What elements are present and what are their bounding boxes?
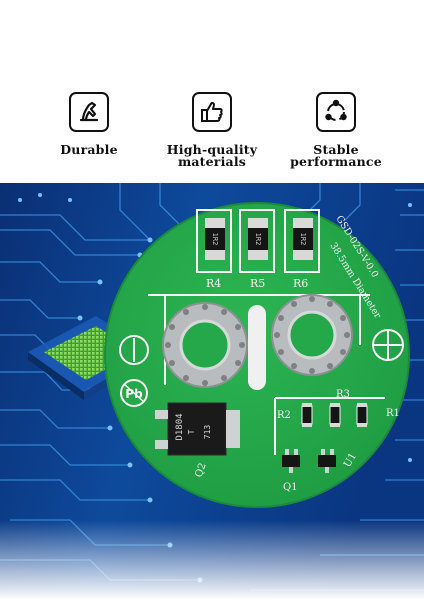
hand-tool-icon	[69, 92, 109, 132]
resistor-marking: 1R2	[211, 233, 219, 246]
label-r1: R1	[386, 408, 400, 419]
feature-label-line: Durable	[60, 142, 118, 157]
chip-marking: D1804	[175, 413, 185, 440]
lead-free-icon: Pb	[120, 379, 148, 407]
product-photo: 1R2 1R2 1R2 R4 R5 R6 GSD-02S-V-0.0	[0, 183, 424, 600]
label-q1: Q1	[283, 482, 298, 493]
pcb-board: 1R2 1R2 1R2 R4 R5 R6 GSD-02S-V-0.0	[104, 202, 410, 508]
terminal-pad-left	[162, 302, 248, 388]
center-slot	[248, 305, 266, 390]
features-strip: Durable High-quality materials Stable pe	[0, 0, 424, 190]
small-resistors	[301, 403, 368, 427]
polarity-plus-icon	[372, 329, 404, 361]
label-q2: Q2	[193, 462, 208, 479]
label-r2: R2	[277, 410, 291, 421]
polarity-minus-icon	[119, 335, 149, 365]
label-r5: R5	[250, 277, 265, 290]
feature-label: High-quality materials	[157, 142, 267, 169]
chip-marking: 713	[203, 425, 212, 440]
feature-label: Stable performance	[281, 142, 391, 169]
bottom-fade	[0, 520, 424, 600]
feature-label-line: materials	[177, 154, 247, 169]
thumbs-up-icon	[192, 92, 232, 132]
label-r3: R3	[336, 389, 350, 400]
resistor-r6: 1R2	[293, 218, 313, 260]
label-r6: R6	[293, 277, 308, 290]
feature-high-quality: High-quality materials	[157, 92, 267, 168]
feature-label-line: performance	[290, 154, 382, 169]
terminal-pad-right	[271, 294, 353, 376]
pcb-illustration: 1R2 1R2 1R2 R4 R5 R6 GSD-02S-V-0.0	[0, 183, 424, 600]
feature-durable: Durable	[34, 92, 144, 156]
ic-u1	[318, 449, 336, 473]
label-r4: R4	[206, 277, 221, 290]
transistor-q1	[282, 449, 300, 473]
feature-label-line: High-quality	[166, 142, 258, 157]
cycle-arrows-icon	[316, 92, 356, 132]
resistor-marking: 1R2	[254, 233, 262, 246]
feature-label: Durable	[34, 142, 144, 157]
resistor-marking: 1R2	[299, 233, 307, 246]
resistor-r5: 1R2	[248, 218, 268, 260]
chip-marking: T	[187, 429, 196, 434]
resistor-r4: 1R2	[205, 218, 225, 260]
feature-label-line: Stable	[313, 142, 359, 157]
feature-stable-performance: Stable performance	[281, 92, 391, 168]
chip-q2: D1804 T 713	[155, 402, 240, 456]
